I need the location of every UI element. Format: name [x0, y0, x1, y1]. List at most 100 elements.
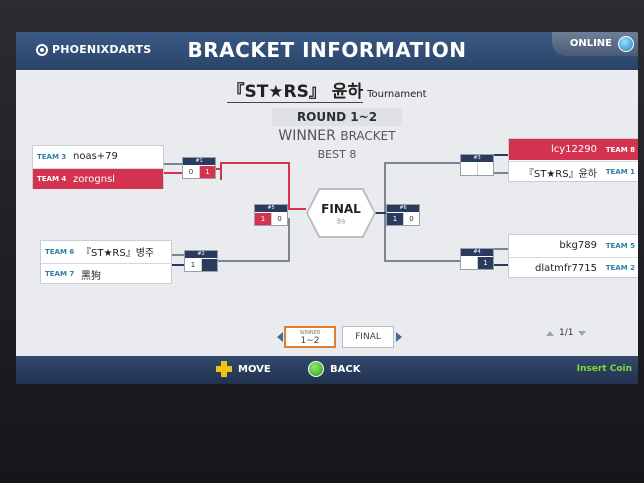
- online-status: ONLINE: [551, 32, 638, 56]
- score-right: 0: [271, 213, 287, 225]
- team-box-match3[interactable]: lcy12290 TEAM 8 『ST★RS』윤하 TEAM 1: [508, 138, 638, 182]
- bottom-bar: MOVE BACK Insert Coin: [16, 356, 638, 384]
- bracket-line: [216, 168, 220, 170]
- bracket-type-main: WINNER: [278, 128, 336, 144]
- round-tab-value: 1~2: [300, 336, 320, 346]
- bracket-line: [164, 163, 182, 165]
- team-box-match2[interactable]: TEAM 6 『ST★RS』병주 TEAM 7 黑狗: [40, 240, 172, 284]
- round-label: ROUND 1~2: [272, 108, 402, 126]
- team-box-match1[interactable]: TEAM 3 noas+79 TEAM 4 zorognsl: [32, 145, 164, 189]
- player-name: lcy12290: [550, 144, 597, 155]
- score-left: 1: [387, 213, 403, 225]
- team-row: TEAM 7 黑狗: [41, 263, 171, 284]
- final-sub-label: 결승: [336, 219, 346, 225]
- round-tab-caption: WINNER: [299, 330, 321, 336]
- bracket-screen: PHOENIXDARTS BRACKET INFORMATION ONLINE …: [16, 32, 638, 384]
- next-round-arrow-icon[interactable]: [396, 332, 402, 342]
- team-label: TEAM 7: [45, 270, 75, 278]
- player-name: bkg789: [559, 240, 597, 251]
- page-indicator: 1/1: [559, 328, 574, 338]
- globe-icon: [618, 36, 634, 52]
- round-tab-final[interactable]: FINAL: [342, 326, 394, 348]
- match-score-3[interactable]: #3: [460, 154, 494, 176]
- pager: 1/1: [546, 328, 587, 338]
- score-right: 0: [403, 213, 419, 225]
- player-name: dlatmfr7715: [535, 262, 597, 274]
- insert-coin-label: Insert Coin: [576, 364, 632, 374]
- player-name: 『ST★RS』병주: [81, 248, 155, 259]
- top-bar: PHOENIXDARTS BRACKET INFORMATION ONLINE: [16, 32, 638, 70]
- team-label: TEAM 1: [605, 168, 635, 176]
- team-label: TEAM 6: [45, 247, 75, 256]
- match-number: #2: [185, 251, 217, 258]
- player-name: 黑狗: [81, 270, 101, 282]
- bracket-line: [220, 162, 222, 180]
- bracket-line: [384, 260, 462, 262]
- page-title: BRACKET INFORMATION: [187, 38, 467, 62]
- bracket-type-sub: BRACKET: [340, 129, 396, 143]
- score-left: [461, 163, 477, 175]
- match-score-5[interactable]: #5 1 0: [254, 204, 288, 226]
- team-row: bkg789 TEAM 5: [509, 235, 638, 256]
- final-label: FINAL: [321, 202, 361, 216]
- match-number: #1: [183, 158, 215, 165]
- match-number: #4: [461, 249, 493, 256]
- round-info: ROUND 1~2 WINNER BRACKET BEST 8: [272, 108, 402, 161]
- bracket-line: [288, 162, 290, 208]
- team-row-winner: lcy12290 TEAM 8: [509, 139, 638, 160]
- team-label: TEAM 8: [605, 145, 635, 154]
- bracket-line: [220, 162, 290, 164]
- bracket-line: [166, 254, 184, 256]
- team-box-match4[interactable]: bkg789 TEAM 5 dlatmfr7715 TEAM 2: [508, 234, 638, 278]
- score-left: 1: [255, 213, 271, 225]
- player-name: 『ST★RS』윤하: [523, 168, 597, 180]
- page-down-icon[interactable]: [578, 330, 587, 336]
- team-label: TEAM 4: [37, 175, 67, 183]
- match-score-4[interactable]: #4 1: [460, 248, 494, 270]
- bracket-line: [288, 218, 290, 262]
- tournament-type: Tournament: [367, 89, 427, 100]
- final-badge[interactable]: FINAL 결승: [308, 190, 374, 236]
- green-button-icon: [308, 361, 324, 377]
- score-right: 1: [477, 257, 493, 269]
- score-right: 1: [199, 166, 215, 178]
- tournament-name: 『ST★RS』 윤하: [227, 82, 364, 103]
- score-right: [201, 259, 217, 271]
- match-score-1[interactable]: #1 0 1: [182, 157, 216, 179]
- team-label: TEAM 3: [37, 152, 67, 161]
- score-right: [477, 163, 493, 175]
- back-label: BACK: [330, 363, 361, 375]
- score-left: 0: [188, 168, 194, 176]
- bracket-line: [218, 260, 288, 262]
- bracket-line: [166, 264, 184, 266]
- team-row-winner: TEAM 4 zorognsl: [33, 168, 163, 189]
- player-name: zorognsl: [73, 173, 116, 185]
- match-score-2[interactable]: #2 1: [184, 250, 218, 272]
- page-up-icon[interactable]: [546, 330, 554, 336]
- match-score-6[interactable]: #6 1 0: [386, 204, 420, 226]
- online-label: ONLINE: [569, 38, 612, 49]
- team-row: 『ST★RS』윤하 TEAM 1: [509, 161, 638, 182]
- bracket-type: WINNER BRACKET: [272, 128, 402, 144]
- prev-round-arrow-icon[interactable]: [277, 332, 283, 342]
- round-tab-label: FINAL: [355, 332, 381, 342]
- round-tab-winner[interactable]: WINNER 1~2: [284, 326, 336, 348]
- match-number: #6: [387, 205, 419, 212]
- match-number: #3: [461, 155, 493, 162]
- team-row: dlatmfr7715 TEAM 2: [509, 257, 638, 278]
- player-name: noas+79: [73, 151, 118, 162]
- best-of-label: BEST 8: [317, 148, 357, 161]
- bracket-line: [164, 172, 182, 174]
- bracket-line: [374, 212, 386, 214]
- team-label: TEAM 5: [605, 241, 635, 250]
- move-label: MOVE: [238, 363, 271, 375]
- team-row: TEAM 3 noas+79: [33, 146, 163, 167]
- team-label: TEAM 2: [605, 264, 635, 272]
- back-button[interactable]: BACK: [308, 361, 360, 377]
- score-left: [461, 257, 477, 269]
- team-row: TEAM 6 『ST★RS』병주: [41, 241, 171, 262]
- bracket-line: [384, 162, 462, 164]
- move-control[interactable]: MOVE: [216, 361, 271, 377]
- score-left: 1: [190, 261, 196, 269]
